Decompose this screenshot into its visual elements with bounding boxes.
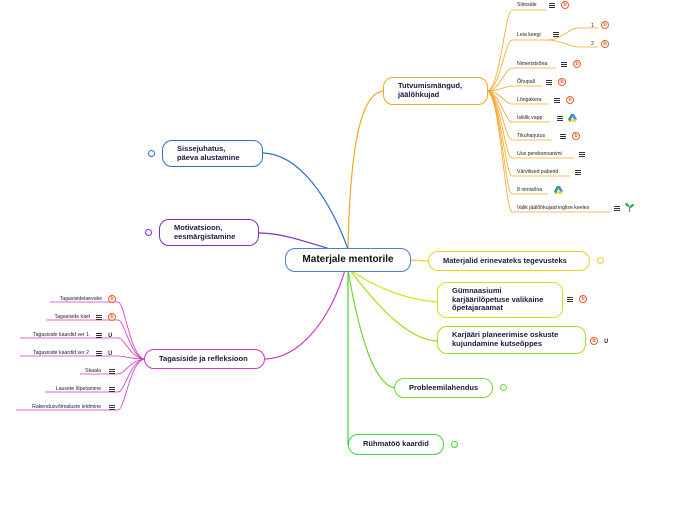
8-nimisona-drive-icon[interactable] <box>554 186 563 194</box>
leaf-lausete-lopetamine[interactable]: Lausete lõpetamine <box>55 386 101 392</box>
leia-keegi-note-icon[interactable] <box>553 32 559 37</box>
valik-jaalohkujaid-note-icon[interactable] <box>614 206 620 211</box>
leia-keegi-2-link-icon[interactable]: b <box>601 40 609 48</box>
leaf-tagasiside-kaardid-ver-2[interactable]: Tagasiside kaardid ver 2 <box>33 350 89 356</box>
leaf-tagasisidelaevuke[interactable]: Tagasisidelaevuke <box>59 296 102 302</box>
isiklik-vapp-note-icon[interactable] <box>557 116 563 121</box>
kaardid-ver-1-note-icon[interactable] <box>96 333 102 338</box>
tikuharjutus-note-icon[interactable] <box>560 134 566 139</box>
gymnaasium-note-icon[interactable] <box>567 297 573 302</box>
materjalid-collapse-icon[interactable] <box>597 257 604 264</box>
leaf-8-nimisona[interactable]: 8 nimisõna <box>517 187 543 193</box>
connector-tagasiside <box>264 269 346 360</box>
valik-jaalohkujaid-plant-icon[interactable] <box>624 202 635 213</box>
topic-karjaar[interactable]: Karjääri planeerimise oskuste kujundamin… <box>437 326 586 354</box>
skaala-note-icon[interactable] <box>109 369 115 374</box>
topic-probleemilahendus[interactable]: Probleemilahendus <box>394 378 493 398</box>
leaf-longakera[interactable]: Lõngakera <box>517 97 542 103</box>
silmside-note-icon[interactable] <box>549 3 555 8</box>
motivatsioon-collapse-icon[interactable] <box>145 229 152 236</box>
topic-ryhmatoo[interactable]: Rühmatöö kaardid <box>348 434 444 455</box>
leaf-uus-perekonnanimi[interactable]: Uus perekonnanimi <box>517 151 562 157</box>
leaf-leia-keegi-1[interactable]: 1 <box>591 23 594 29</box>
leaf-tagasiside-kael[interactable]: Tagasiside käel <box>54 314 90 320</box>
tagasisidelaevuke-link-icon[interactable]: b <box>108 295 116 303</box>
ohupall-note-icon[interactable] <box>546 80 552 85</box>
leaf-leia-keegi[interactable]: Leia keegi <box>517 32 541 38</box>
gymnaasium-link-icon[interactable]: b <box>579 295 587 303</box>
tagasiside-kael-note-icon[interactable] <box>96 315 102 320</box>
silmside-link-icon[interactable]: b <box>561 1 569 9</box>
leaf-isiklik-vapp[interactable]: Isiklik vapp <box>517 115 543 121</box>
topic-gymnaasium[interactable]: Gümnaasiumi karjäärilõpetuse valikaine õ… <box>437 282 563 318</box>
varvilised-paberid-note-icon[interactable] <box>575 170 581 175</box>
isiklik-vapp-drive-icon[interactable] <box>568 114 577 122</box>
leaf-nimeristsona[interactable]: Nimeristsõna <box>517 61 548 67</box>
leia-keegi-1-link-icon[interactable]: b <box>601 21 609 29</box>
leaf-rakendusvoimaluste-leidmine[interactable]: Rakendusvõimaluste leidmine <box>32 404 101 410</box>
topic-sissejuhatus[interactable]: Sissejuhatus, päeva alustamine <box>162 140 263 167</box>
nimeristsona-note-icon[interactable] <box>561 62 567 67</box>
kaardid-ver-1-attachment-icon[interactable]: ʋ <box>108 330 113 339</box>
leaf-leia-keegi-2[interactable]: 2 <box>591 41 594 47</box>
leaf-tikuharjutus[interactable]: Tikuharjutus <box>517 133 546 139</box>
leaf-skaala[interactable]: Skaala <box>85 368 101 374</box>
uus-perekonnanimi-note-icon[interactable] <box>579 152 585 157</box>
leaf-varvilised-paberid[interactable]: Värvilised paberid <box>517 169 559 175</box>
leaf-ohupall[interactable]: Õhupall <box>517 79 535 85</box>
rakendusvoimaluste-note-icon[interactable] <box>109 405 115 410</box>
connector-probleem <box>347 269 396 389</box>
kaardid-ver-2-note-icon[interactable] <box>96 351 102 356</box>
connector-sissejuhatus <box>262 152 349 250</box>
karjaar-link-icon[interactable]: b <box>590 337 598 345</box>
central-topic[interactable]: Materjale mentorile <box>285 248 411 272</box>
probleem-collapse-icon[interactable] <box>500 384 507 391</box>
topic-materjalid[interactable]: Materjalid erinevateks tegevusteks <box>428 251 590 271</box>
tagasiside-leaf-lines <box>16 301 146 411</box>
topic-motivatsioon[interactable]: Motivatsioon, eesmärgistamine <box>159 219 259 246</box>
ohupall-link-icon[interactable]: b <box>558 78 566 86</box>
connector-tutvumis <box>347 90 385 250</box>
connector-gymnaasium <box>349 269 438 303</box>
lausete-lopetamine-note-icon[interactable] <box>109 387 115 392</box>
tutvumis-leaf-lines <box>486 9 610 213</box>
leaf-tagasiside-kaardid-ver-1[interactable]: Tagasiside kaardid ver 1 <box>33 332 89 338</box>
tikuharjutus-link-icon[interactable]: b <box>572 132 580 140</box>
connector-motivatsioon <box>258 232 331 250</box>
longakera-note-icon[interactable] <box>554 98 560 103</box>
karjaar-attachment-icon[interactable]: ʋ <box>604 336 609 345</box>
connector-karjaar <box>349 269 438 342</box>
topic-tutvumismangud[interactable]: Tutvumismängud, jäälõhkujad <box>383 77 488 105</box>
tagasiside-kael-link-icon[interactable]: b <box>108 313 116 321</box>
connector-materjalid <box>409 259 429 262</box>
sissejuhatus-collapse-icon[interactable] <box>148 150 155 157</box>
longakera-link-icon[interactable]: b <box>566 96 574 104</box>
leaf-silmside[interactable]: Silmside <box>517 2 537 8</box>
topic-tagasiside[interactable]: Tagasiside ja refleksioon <box>144 349 265 369</box>
kaardid-ver-2-attachment-icon[interactable]: ʋ <box>108 348 113 357</box>
leaf-valik-jaalohkujaid[interactable]: Valik jäälõhkujaid inglise keeles <box>517 205 590 211</box>
ryhmatoo-collapse-icon[interactable] <box>451 441 458 448</box>
nimeristsona-link-icon[interactable]: b <box>573 60 581 68</box>
